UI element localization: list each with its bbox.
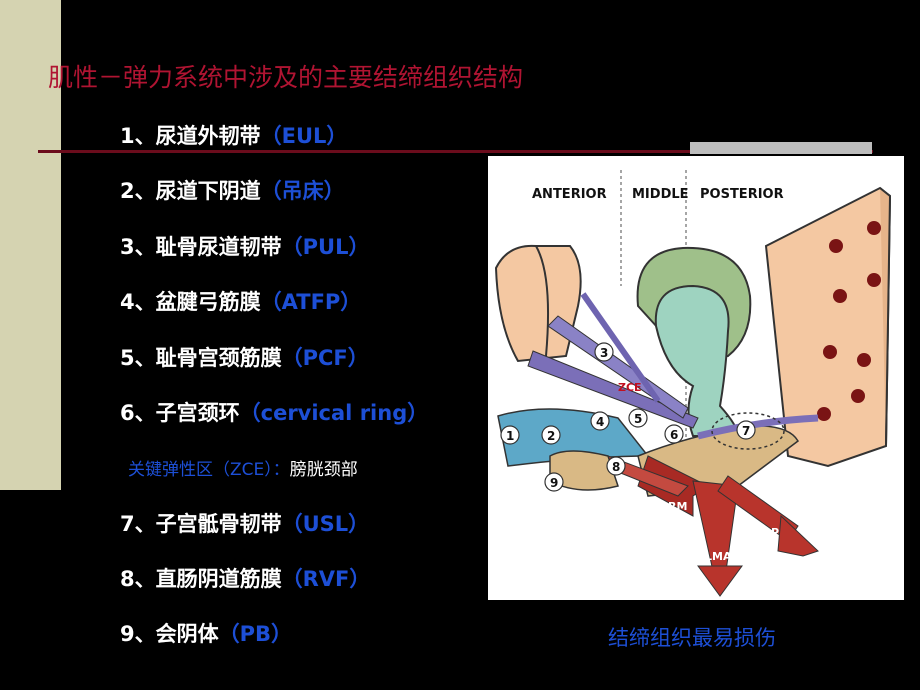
label-zce: ZCE (618, 381, 642, 394)
header-anterior: ANTERIOR (532, 187, 607, 202)
item-label: 3、耻骨尿道韧带 (120, 235, 282, 259)
item-label: 7、子宫骶骨韧带 (120, 512, 282, 536)
item-label: 4、盆腱弓筋膜 (120, 290, 261, 314)
marker-number: 3 (600, 346, 608, 360)
item-abbreviation: （USL） (281, 512, 370, 536)
label-prm: PRM (660, 500, 687, 513)
marker-7 (736, 420, 756, 440)
list-item-4: 4、盆腱弓筋膜（ATFP） (120, 286, 361, 316)
marker-number: 6 (670, 428, 678, 442)
lp-arrow-head (777, 514, 819, 557)
item-abbreviation: （PCF） (281, 346, 369, 370)
item-label: 5、耻骨宫颈筋膜 (120, 346, 282, 370)
list-item-3: 3、耻骨尿道韧带（PUL） (120, 231, 369, 261)
marker-number: 5 (634, 412, 642, 426)
arcus-tendineus-band (527, 350, 699, 429)
item-abbreviation: （PB） (218, 622, 293, 646)
pelvic-anatomy-figure: ANTERIOR MIDDLE POSTERIOR PCM ZCE PRM EA… (488, 156, 904, 600)
item-label: 9、会阴体 (120, 622, 219, 646)
decorative-gray-bar (690, 142, 872, 154)
sacral-foramen (823, 345, 837, 359)
list-item-2: 2、尿道下阴道（吊床） (120, 175, 345, 205)
item-abbreviation: （PUL） (281, 235, 370, 259)
marker-number: 9 (550, 476, 558, 490)
marker-8 (606, 456, 626, 476)
note-key: 关键弹性区（ZCE）： (128, 460, 290, 480)
item-abbreviation: （cervical ring） (239, 401, 429, 425)
item-label: 6、子宫颈环 (120, 401, 240, 425)
sacral-foramen (867, 273, 881, 287)
marker-number: 2 (547, 429, 555, 443)
list-item-6: 6、子宫颈环（cervical ring） (120, 397, 428, 427)
ligament-band (580, 292, 661, 403)
item-abbreviation: （ATFP） (260, 290, 362, 314)
figure-caption: 结缔组织最易损伤 (608, 626, 776, 650)
item-abbreviation: （吊床） (260, 179, 345, 203)
header-posterior: POSTERIOR (700, 187, 784, 202)
uterosacral-ligament (697, 414, 819, 440)
marker-9 (544, 472, 564, 492)
marker-number: 8 (612, 460, 620, 474)
decorative-side-bar (0, 0, 61, 490)
header-middle: MIDDLE (632, 187, 689, 202)
sacral-foramen (857, 353, 871, 367)
label-lp: LP (764, 526, 779, 539)
label-lma: LMA (705, 550, 732, 563)
uterus-shape (654, 284, 740, 437)
marker-6 (664, 424, 684, 444)
list-item-5: 5、耻骨宫颈筋膜（PCF） (120, 342, 369, 372)
label-eas: EAS (636, 530, 660, 543)
pelvic-anatomy-illustration: ANTERIOR MIDDLE POSTERIOR PCM ZCE PRM EA… (494, 170, 892, 597)
label-pcm: PCM (534, 397, 564, 411)
sacral-foramen (851, 389, 865, 403)
cervical-ring-outline (711, 412, 785, 450)
sacral-foramen (817, 407, 831, 421)
list-item-8: 8、直肠阴道筋膜（RVF） (120, 563, 370, 593)
item-label: 1、尿道外韧带 (120, 124, 261, 148)
list-item-7: 7、子宫骶骨韧带（USL） (120, 508, 369, 538)
list-item-9: 9、会阴体（PB） (120, 618, 292, 648)
sacral-foramen (829, 239, 843, 253)
pubic-bone-edge (535, 245, 550, 357)
sacral-foramen (867, 221, 881, 235)
marker-number: 4 (596, 415, 604, 429)
item-label: 2、尿道下阴道 (120, 179, 261, 203)
list-item-1: 1、尿道外韧带（EUL） (120, 120, 347, 150)
item-abbreviation: （RVF） (281, 567, 371, 591)
key-zone-note: 关键弹性区（ZCE）：膀胱颈部 (128, 455, 358, 480)
marker-3 (594, 342, 614, 362)
marker-2 (541, 425, 561, 445)
title-divider-line (38, 150, 873, 153)
marker-4 (590, 411, 610, 431)
note-value: 膀胱颈部 (289, 460, 358, 480)
marker-5 (628, 408, 648, 428)
item-abbreviation: （EUL） (260, 124, 348, 148)
sacral-foramen (833, 289, 847, 303)
item-label: 8、直肠阴道筋膜 (120, 567, 282, 591)
pubic-bone-shape (494, 244, 582, 363)
marker-number: 7 (742, 424, 750, 438)
sacrum-side-face (879, 187, 892, 447)
marker-1 (500, 425, 520, 445)
lma-arrow-head (697, 565, 743, 597)
slide-title: 肌性－弹力系统中涉及的主要结缔组织结构 (48, 63, 524, 92)
marker-number: 1 (506, 429, 514, 443)
